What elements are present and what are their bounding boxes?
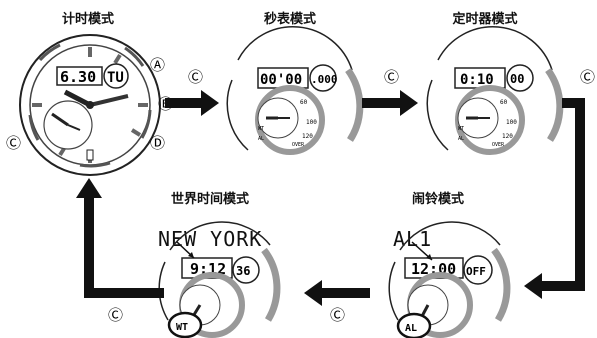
- svg-text:60: 60: [500, 99, 508, 106]
- world-time-mode-title: 世界时间模式: [170, 192, 249, 207]
- button-c-label-6: Ⓒ: [108, 306, 123, 324]
- flow-arrow-4: [304, 280, 370, 306]
- svg-text:WT: WT: [458, 126, 464, 132]
- svg-text:120: 120: [302, 133, 313, 140]
- world-time-city-label: NEW YORK: [158, 227, 263, 251]
- alarm-mode-title: 闹铃模式: [411, 192, 464, 207]
- watch-stopwatch: 00'00 .000 60 100 120 OVER WT AL: [226, 26, 364, 155]
- timekeeping-time: 6.30: [60, 68, 96, 86]
- svg-text:OVER: OVER: [292, 142, 305, 148]
- alarm-badge: AL: [405, 323, 417, 334]
- button-c-label-4: Ⓒ: [580, 68, 595, 86]
- stopwatch-fraction: .000: [311, 73, 338, 86]
- flow-arrow-2: [362, 90, 418, 116]
- svg-text:WT: WT: [258, 126, 264, 132]
- svg-text:100: 100: [306, 119, 317, 126]
- svg-text:60: 60: [300, 99, 308, 106]
- svg-text:120: 120: [502, 133, 513, 140]
- button-c-label-5: Ⓒ: [330, 306, 345, 324]
- svg-text:OVER: OVER: [492, 142, 505, 148]
- timekeeping-mode-title: 计时模式: [61, 12, 114, 27]
- alarm-label: AL1: [393, 227, 433, 251]
- alarm-status: OFF: [466, 265, 486, 278]
- button-c-label-3: Ⓒ: [384, 68, 399, 86]
- svg-text:AL: AL: [258, 136, 264, 142]
- svg-text:100: 100: [506, 119, 517, 126]
- timer-seconds: 00: [510, 72, 524, 86]
- watch-alarm: 12:00 OFF AL: [388, 221, 511, 338]
- watch-timekeeping: 6.30 TU: [19, 34, 161, 176]
- button-d-label: Ⓓ: [150, 134, 165, 152]
- flow-arrow-5: [76, 178, 164, 298]
- world-time-badge: WT: [176, 322, 188, 333]
- timer-mode-title: 定时器模式: [452, 12, 518, 27]
- timekeeping-day: TU: [107, 70, 124, 86]
- watch-world-time: 9:12 36 WT: [158, 221, 281, 338]
- stopwatch-time: 00'00: [260, 72, 302, 88]
- stopwatch-mode-title: 秒表模式: [263, 12, 316, 27]
- svg-text:AL: AL: [458, 136, 464, 142]
- flow-arrow-1: [165, 90, 219, 116]
- button-c-label-1: Ⓒ: [6, 134, 21, 152]
- world-time-seconds: 36: [236, 264, 250, 278]
- button-c-label-2: Ⓒ: [188, 68, 203, 86]
- watch-timer: 0:10 00 60 100 120 OVER WT AL: [426, 26, 564, 155]
- flow-arrow-3: [524, 98, 585, 299]
- timer-time: 0:10: [460, 72, 494, 88]
- button-a-label: Ⓐ: [150, 56, 165, 74]
